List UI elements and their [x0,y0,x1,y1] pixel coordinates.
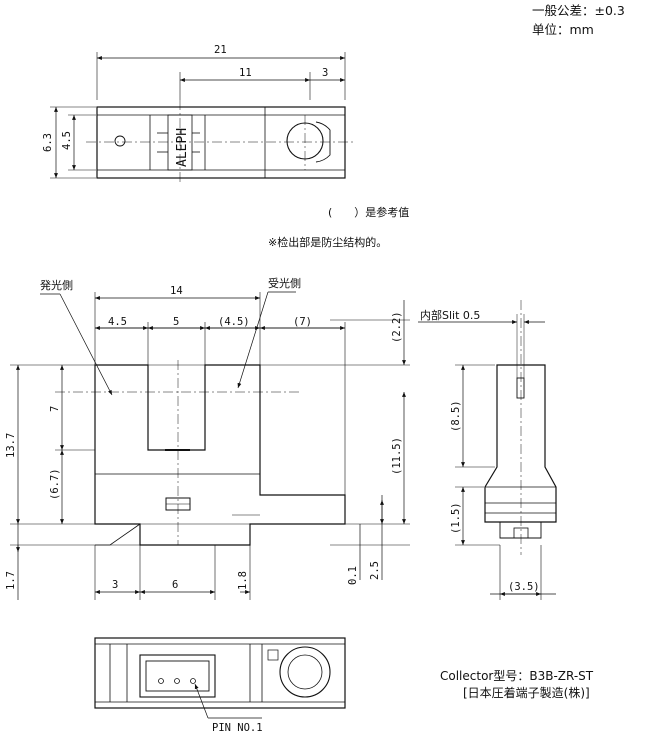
bottom-body-outline [94,637,346,709]
emitter-leader [59,293,113,396]
collector-maker-note: [日本圧着端子製造(株)] [463,686,590,700]
front-view [10,291,410,600]
receiver-side-label: 受光側 [268,276,301,290]
dim-4-5-a: 4.5 [108,316,127,328]
pin-no-label: PIN NO.1 [212,722,263,734]
collector-model-note: Collector型号：B3B-ZR-ST [440,669,594,683]
top-body-outline [96,106,346,179]
unit-note: 单位：mm [532,22,594,37]
side-view [418,300,557,600]
dim-7-paren: (7) [293,316,312,328]
reference-note: ( ）是参考值 [328,206,410,219]
dim-4-5-top: 4.5 [61,131,73,150]
top-view [50,52,355,185]
bottom-view [94,637,346,719]
inner-slit-label: 内部Slit 0.5 [420,308,480,322]
side-slit [516,377,525,399]
dim-14: 14 [170,285,183,297]
dim-2-2: (2.2) [391,311,403,343]
dim-3-5: (3.5) [508,581,540,593]
small-hole [114,135,126,147]
dim-5: 5 [173,316,179,328]
dim-1-8: 1.8 [237,571,249,590]
dustproof-note: ※检出部是防尘结构的。 [268,236,388,249]
pin-hole-1 [190,678,196,684]
dim-2-5: 2.5 [369,561,381,580]
dim-3-top: 3 [322,67,328,79]
dim-1-5: (1.5) [450,502,462,534]
bottom-large-hole [279,646,331,698]
dim-11-5: (11.5) [391,437,403,475]
brand-mark: ALEPH [175,128,190,167]
side-body-outline [484,364,557,523]
dim-21: 21 [214,44,227,56]
dim-6-3: 6.3 [42,133,54,152]
emitter-side-label: 発光側 [40,278,73,292]
dim-6-7: (6.7) [49,468,61,500]
dim-3-front: 3 [112,579,118,591]
dim-0-1: 0.1 [347,566,359,585]
pin-hole-2 [174,678,180,684]
dim-4-5-b: (4.5) [218,316,250,328]
dim-7: 7 [49,406,61,412]
tolerance-note: 一般公差：±0.3 [532,3,625,18]
dim-8-5: (8.5) [450,400,462,432]
pin-hole-3 [158,678,164,684]
drawing-labels: 21 11 3 6.3 4.5 ALEPH 発光側 受光側 14 4.5 5 (… [5,44,540,734]
dim-6-front: 6 [172,579,178,591]
dim-11: 11 [239,67,252,79]
connector-housing [139,654,216,698]
dim-13-7: 13.7 [5,433,17,458]
receiver-leader [237,291,269,389]
pin-leader [194,683,209,719]
dim-1-7: 1.7 [5,571,17,590]
